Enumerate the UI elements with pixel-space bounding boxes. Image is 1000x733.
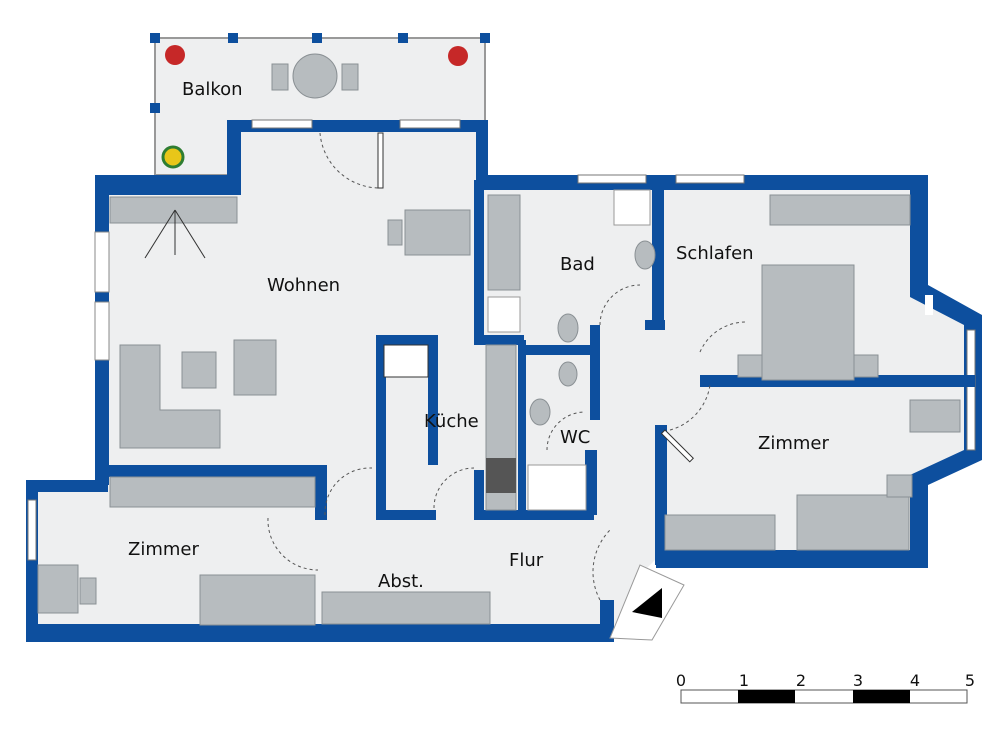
exterior-walls [26,119,982,642]
room-label-kueche: Küche [424,411,479,432]
room-label-wohnen: Wohnen [267,275,340,296]
doors [267,132,746,601]
scale-tick: 1 [739,671,749,690]
furniture [37,189,961,626]
stove-icon [486,458,516,493]
scale-tick: 3 [853,671,863,690]
plant-icon [165,45,185,65]
bed [761,264,855,381]
entrance-arrow-icon [632,588,662,618]
room-label-bad: Bad [560,254,595,275]
room-label-zimmer-left: Zimmer [128,539,199,560]
room-label-wc: WC [560,427,590,448]
scale-tick: 4 [910,671,920,690]
sofa [119,344,221,449]
interior-walls [97,180,975,565]
bathtub [487,194,521,291]
scale-tick: 0 [676,671,686,690]
plant-icon [161,145,185,169]
room-label-flur: Flur [509,550,544,571]
balcony-table [292,53,338,99]
room-label-zimmer-right: Zimmer [758,433,829,454]
room-label-abst: Abst. [378,571,424,592]
scale-tick: 2 [796,671,806,690]
plant-icon [448,46,468,66]
room-label-balkon: Balkon [182,79,243,100]
room-label-schlafen: Schlafen [676,243,754,264]
scale-bar: 0 1 2 3 4 5 [676,671,975,704]
scale-tick: 5 [965,671,975,690]
dining-table [404,209,471,256]
